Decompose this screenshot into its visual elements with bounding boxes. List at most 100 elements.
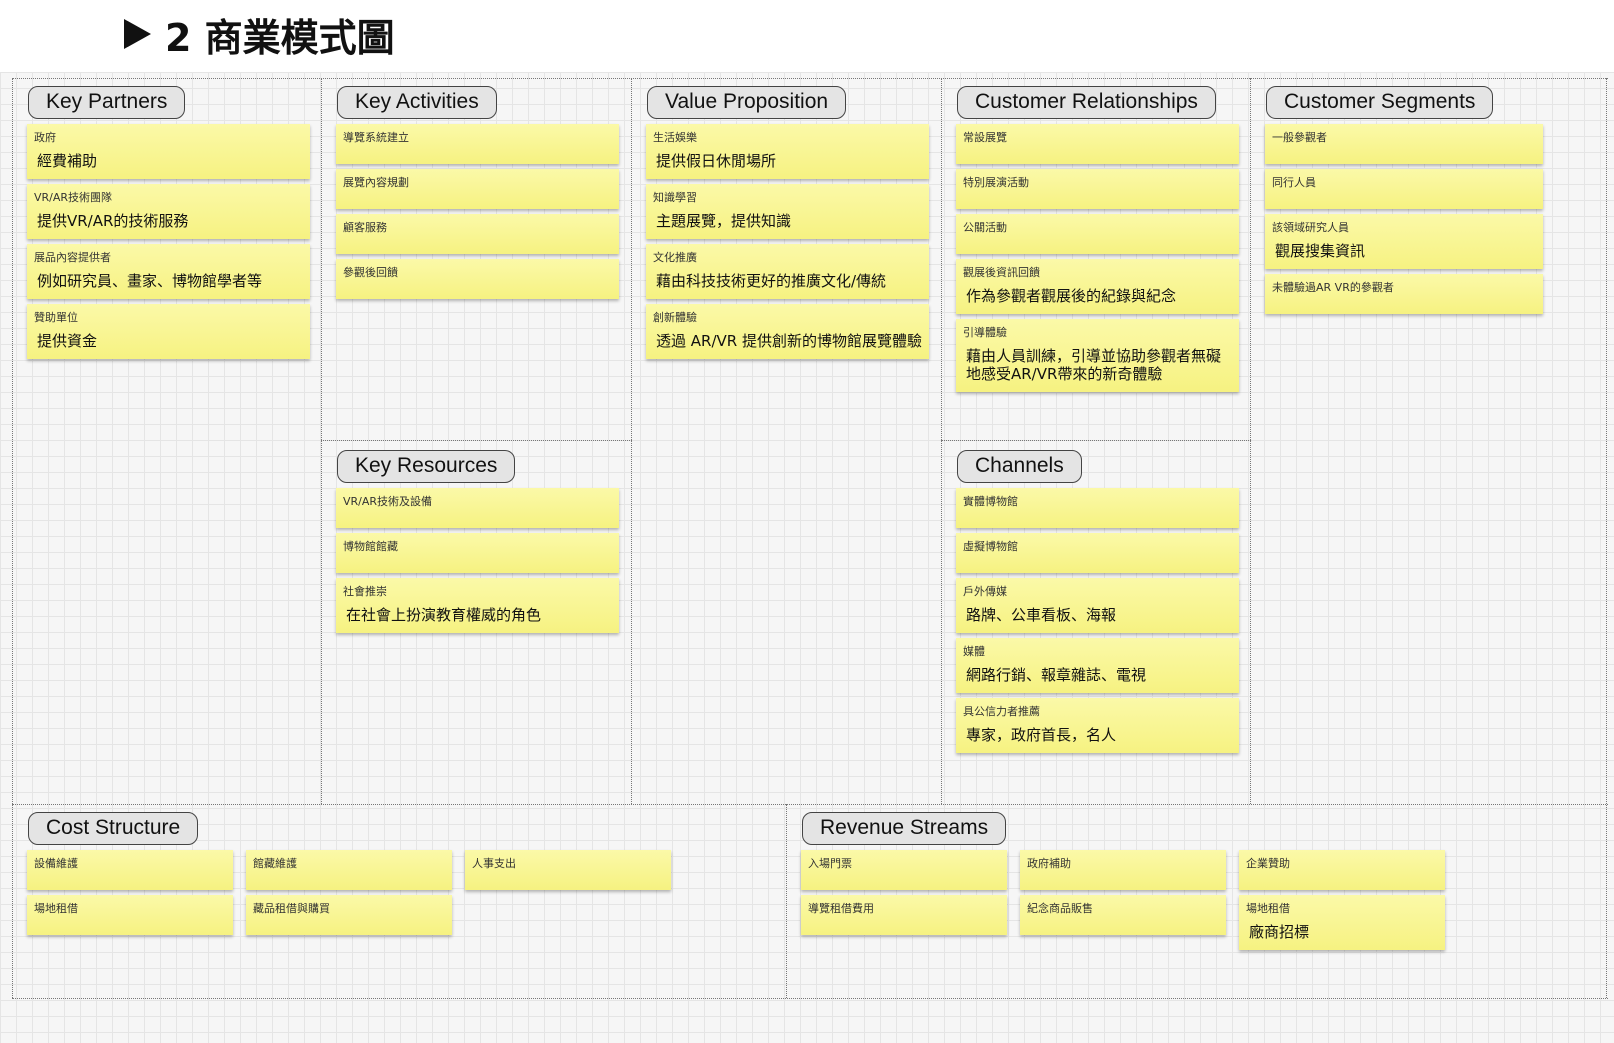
customer-relationships-section: Customer Relationships 常設展覽 特別展演活動 公關活動 … [941, 78, 1250, 440]
note-title: 顧客服務 [343, 221, 387, 234]
divider-bottom [12, 998, 1608, 999]
customer-relationships-label[interactable]: Customer Relationships [957, 86, 1216, 119]
channels-section: Channels 實體博物館 虛擬博物館 戶外傳媒路牌、公車看板、海報 媒體網路… [941, 442, 1250, 804]
note-title: 戶外傳媒 [963, 585, 1007, 598]
divider-col-4 [1250, 78, 1251, 804]
key-partners-label[interactable]: Key Partners [28, 86, 186, 119]
sticky-note[interactable]: 政府補助 [1020, 850, 1226, 890]
sticky-note[interactable]: 媒體網路行銷、報章雜誌、電視 [956, 638, 1239, 693]
sticky-note[interactable]: 未體驗過AR VR的參觀者 [1265, 274, 1543, 314]
sticky-note[interactable]: 生活娛樂提供假日休閒場所 [646, 124, 929, 179]
customer-segments-label[interactable]: Customer Segments [1266, 86, 1494, 119]
sticky-note[interactable]: 展覽內容規劃 [336, 169, 619, 209]
note-title: 參觀後回饋 [343, 266, 398, 279]
note-title: 藏品租借與購買 [253, 902, 330, 915]
sticky-note[interactable]: 紀念商品販售 [1020, 895, 1226, 935]
note-title: 導覽系統建立 [343, 131, 409, 144]
sticky-note[interactable]: 實體博物館 [956, 488, 1239, 528]
sticky-note[interactable]: 觀展後資訊回饋作為參觀者觀展後的紀錄與紀念 [956, 259, 1239, 314]
sticky-note[interactable]: 該領域研究人員觀展搜集資訊 [1265, 214, 1543, 269]
note-body: 藉由科技技術更好的推廣文化/傳統 [656, 272, 887, 290]
sticky-note[interactable]: 贊助單位提供資金 [27, 304, 310, 359]
business-model-canvas: Key Partners 政府經費補助 VR/AR技術團隊提供VR/AR的技術服… [0, 72, 1614, 1043]
note-title: 政府補助 [1027, 857, 1071, 870]
sticky-note[interactable]: 藏品租借與購買 [246, 895, 452, 935]
note-body: 藉由人員訓練，引導並協助參觀者無礙地感受AR/VR帶來的新奇體驗 [966, 347, 1222, 383]
value-proposition-label[interactable]: Value Proposition [647, 86, 847, 119]
sticky-note[interactable]: 博物館館藏 [336, 533, 619, 573]
note-body: 在社會上扮演教育權威的角色 [346, 606, 542, 624]
sticky-note[interactable]: 文化推廣藉由科技技術更好的推廣文化/傳統 [646, 244, 929, 299]
sticky-note[interactable]: 導覽租借費用 [801, 895, 1007, 935]
sticky-note[interactable]: 入場門票 [801, 850, 1007, 890]
note-title: 一般參觀者 [1272, 131, 1327, 144]
note-title: 實體博物館 [963, 495, 1018, 508]
note-title: 公關活動 [963, 221, 1007, 234]
divider-left [12, 78, 13, 998]
sticky-note[interactable]: VR/AR技術團隊提供VR/AR的技術服務 [27, 184, 310, 239]
customer-relationships-notes: 常設展覽 特別展演活動 公關活動 觀展後資訊回饋作為參觀者觀展後的紀錄與紀念 引… [956, 124, 1239, 397]
note-title: 同行人員 [1272, 176, 1316, 189]
page-title: 2 商業模式圖 [165, 15, 395, 60]
key-activities-notes: 導覽系統建立 展覽內容規劃 顧客服務 參觀後回饋 [336, 124, 619, 304]
note-body: 網路行銷、報章雜誌、電視 [966, 666, 1147, 684]
key-resources-section: Key Resources VR/AR技術及設備 博物館館藏 社會推崇在社會上扮… [321, 442, 631, 804]
note-title: 政府 [34, 131, 56, 144]
divider-relationships-channels [941, 440, 1251, 441]
key-resources-label[interactable]: Key Resources [337, 450, 516, 483]
sticky-note[interactable]: 一般參觀者 [1265, 124, 1543, 164]
divider-col-1 [321, 78, 322, 804]
note-title: 館藏維護 [253, 857, 297, 870]
sticky-note[interactable]: 顧客服務 [336, 214, 619, 254]
sticky-note[interactable]: 同行人員 [1265, 169, 1543, 209]
sticky-note[interactable]: 導覽系統建立 [336, 124, 619, 164]
key-partners-section: Key Partners 政府經費補助 VR/AR技術團隊提供VR/AR的技術服… [12, 78, 321, 804]
channels-notes: 實體博物館 虛擬博物館 戶外傳媒路牌、公車看板、海報 媒體網路行銷、報章雜誌、電… [956, 488, 1239, 758]
note-title: 展品內容提供者 [34, 251, 111, 264]
sticky-note[interactable]: 企業贊助 [1239, 850, 1445, 890]
note-title: 贊助單位 [34, 311, 78, 324]
note-title: 具公信力者推薦 [963, 705, 1040, 718]
sticky-note[interactable]: 社會推崇在社會上扮演教育權威的角色 [336, 578, 619, 633]
note-body: 透過 AR/VR 提供創新的博物館展覽體驗 [656, 332, 922, 350]
sticky-note[interactable]: 場地租借廠商招標 [1239, 895, 1445, 950]
value-proposition-notes: 生活娛樂提供假日休閒場所 知識學習主題展覽，提供知識 文化推廣藉由科技技術更好的… [646, 124, 929, 364]
note-body: 專家，政府首長，名人 [966, 726, 1117, 744]
sticky-note[interactable]: 戶外傳媒路牌、公車看板、海報 [956, 578, 1239, 633]
sticky-note[interactable]: 常設展覽 [956, 124, 1239, 164]
note-title: VR/AR技術團隊 [34, 191, 113, 204]
sticky-note[interactable]: 館藏維護 [246, 850, 452, 890]
note-title: 觀展後資訊回饋 [963, 266, 1040, 279]
sticky-note[interactable]: 引導體驗藉由人員訓練，引導並協助參觀者無礙地感受AR/VR帶來的新奇體驗 [956, 319, 1239, 392]
cost-structure-section: Cost Structure 設備維護 場地租借 館藏維護 藏品租借與購買 人事… [12, 804, 786, 998]
note-body: 提供VR/AR的技術服務 [37, 212, 189, 230]
sticky-note[interactable]: 公關活動 [956, 214, 1239, 254]
channels-label[interactable]: Channels [957, 450, 1082, 483]
sticky-note[interactable]: 虛擬博物館 [956, 533, 1239, 573]
sticky-note[interactable]: 政府經費補助 [27, 124, 310, 179]
note-body: 作為參觀者觀展後的紀錄與紀念 [966, 287, 1177, 305]
note-title: 媒體 [963, 645, 985, 658]
sticky-note[interactable]: 創新體驗透過 AR/VR 提供創新的博物館展覽體驗 [646, 304, 929, 359]
key-activities-section: Key Activities 導覽系統建立 展覽內容規劃 顧客服務 參觀後回饋 [321, 78, 631, 440]
note-title: 虛擬博物館 [963, 540, 1018, 553]
sticky-note[interactable]: 具公信力者推薦專家，政府首長，名人 [956, 698, 1239, 753]
note-title: 人事支出 [472, 857, 516, 870]
cost-structure-label[interactable]: Cost Structure [28, 812, 199, 845]
revenue-streams-label[interactable]: Revenue Streams [802, 812, 1007, 845]
page-heading: 2 商業模式圖 [124, 8, 395, 60]
note-body: 廠商招標 [1249, 923, 1310, 941]
sticky-note[interactable]: 場地租借 [27, 895, 233, 935]
sticky-note[interactable]: 展品內容提供者例如研究員、畫家、博物館學者等 [27, 244, 310, 299]
divider-cost-revenue [786, 804, 787, 998]
sticky-note[interactable]: 設備維護 [27, 850, 233, 890]
sticky-note[interactable]: 人事支出 [465, 850, 671, 890]
play-triangle-icon [124, 19, 151, 49]
sticky-note[interactable]: 知識學習主題展覽，提供知識 [646, 184, 929, 239]
key-activities-label[interactable]: Key Activities [337, 86, 497, 119]
sticky-note[interactable]: VR/AR技術及設備 [336, 488, 619, 528]
sticky-note[interactable]: 特別展演活動 [956, 169, 1239, 209]
sticky-note[interactable]: 參觀後回饋 [336, 259, 619, 299]
note-title: 展覽內容規劃 [343, 176, 409, 189]
divider-activities-resources [321, 440, 632, 441]
